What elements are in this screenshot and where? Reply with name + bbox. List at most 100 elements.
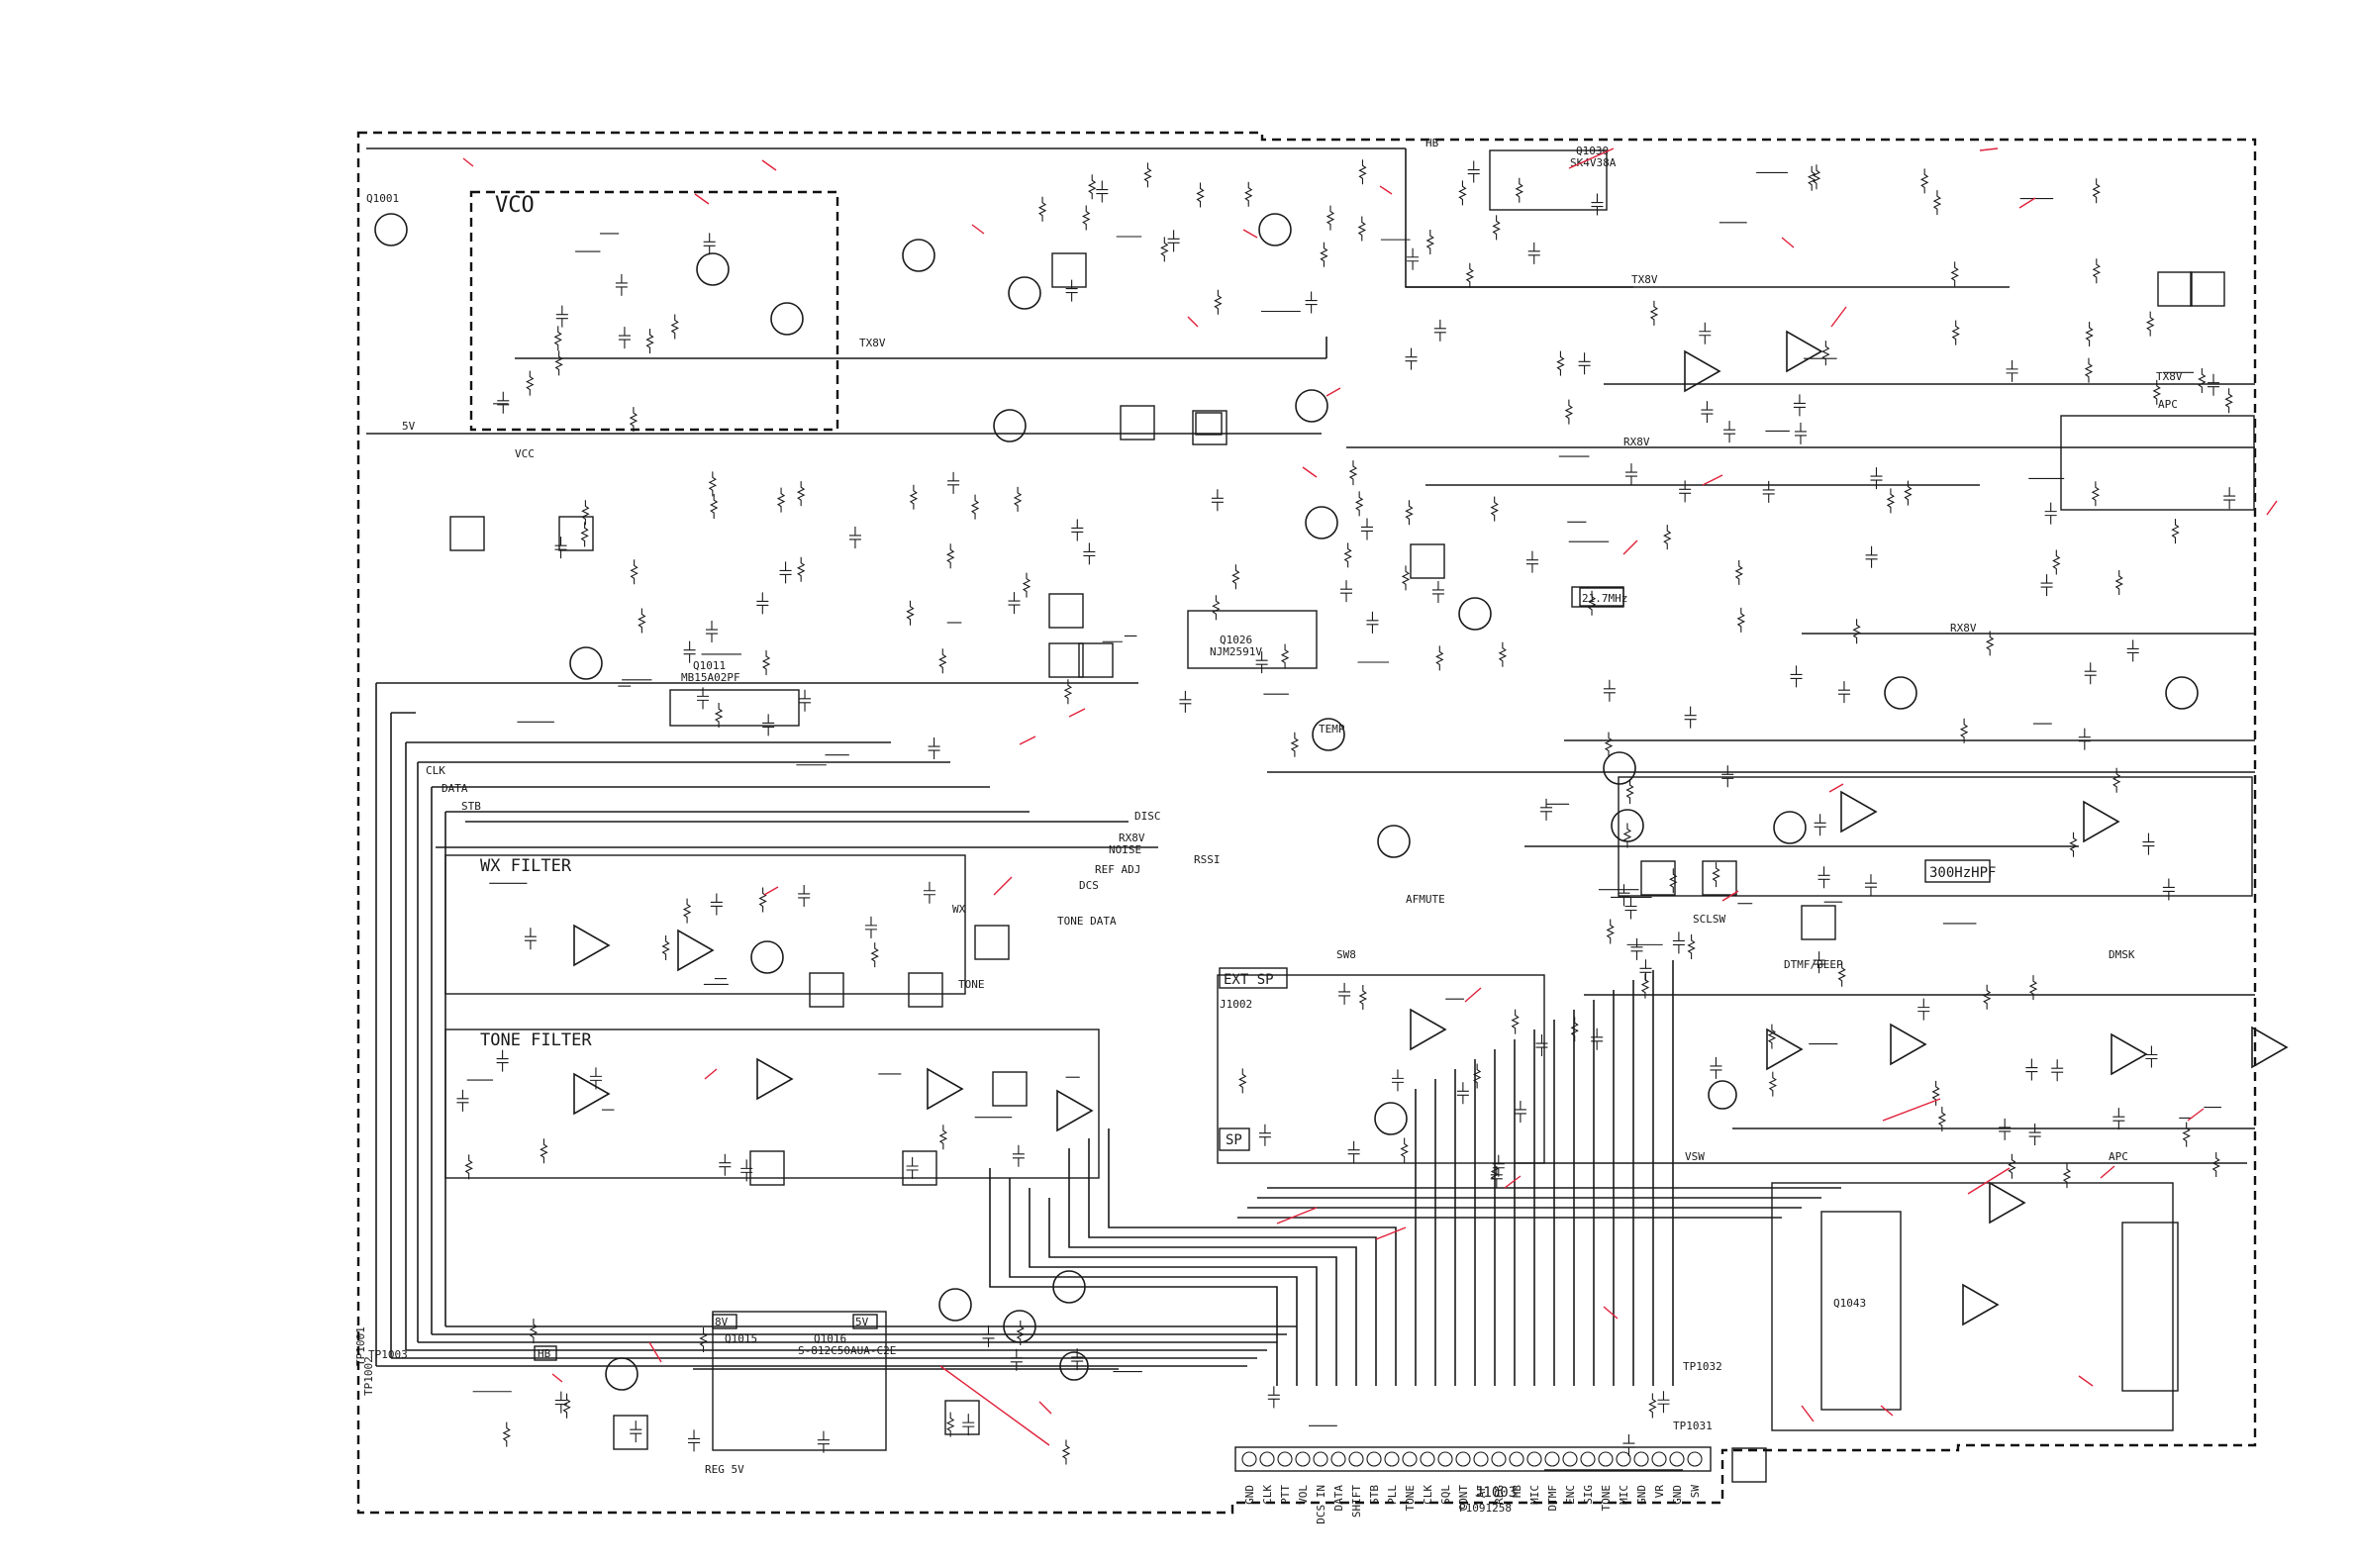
net-rx8v-3: RX8V [1119,832,1145,844]
net-labels: 5V TX8V TX8V TX8V VCC RX8V RX8V RX8V APC… [402,137,2183,1476]
net-hb-1: HB [1425,137,1439,149]
transistors [374,213,2199,1391]
j1003-label: J1003 [1475,1485,1517,1501]
label-q1043: Q1043 [1833,1297,1866,1310]
connector-pin-labels: GND CLK PTT VOL DCS IN DATA SHIFT STB PLL TONE CLK… [1243,1485,1702,1524]
label-q1015: Q1015 [725,1332,757,1345]
tone-filter-label: TONE FILTER [480,1030,592,1050]
connector-pin-label: VR [1653,1485,1666,1499]
net-b5v: 5V [855,1316,869,1328]
net-vcc: VCC [515,447,535,460]
connector-pin-label: SW [1689,1485,1702,1499]
block-labels: WX FILTER TONE FILTER EXT SP SP 300HzHPF… [480,587,1996,1148]
net-dcs: DCS [1079,879,1099,892]
connector-pin-label: CLK [1261,1485,1274,1505]
net-txbv-3: TX8V [2156,370,2183,383]
left-bus [375,682,1297,1367]
op-amps [573,330,2289,1326]
net-5v: 5V [402,420,416,433]
net-data: DATA [442,782,468,795]
sp-label: SP [1226,1132,1242,1148]
connector-pin-label: AF [1475,1485,1488,1498]
net-afmute: AFMUTE [1406,893,1445,906]
connector-pin-label: SIG [1582,1485,1595,1505]
tp1031: TP1031 [1673,1420,1713,1432]
component-designators: Q1030 SK4V38A Q1026 NJM2591V Q1011 MB15A… [366,145,1866,1357]
vco-block: VCO [469,190,839,432]
net-sw8: SW8 [1336,948,1356,961]
hpf-label: 300HzHPF [1929,865,1996,881]
ext-sp-label: EXT SP [1224,972,1274,988]
wx-filter-label: WX FILTER [480,856,572,876]
connector-pin-label: DCS IN [1315,1485,1327,1524]
connector-pin-label: ENC [1564,1485,1577,1505]
filter-blocks [444,415,2255,1451]
j1003-part: P1091258 [1459,1502,1512,1515]
tp1003: TP1003 [368,1348,408,1361]
label-q1016-part: S-812C50AUA-C2E [798,1344,896,1357]
tp1032: TP1032 [1683,1360,1722,1373]
net-tone-data: TONE DATA [1057,915,1117,928]
label-q1026: Q1026 [1220,634,1252,646]
net-rx8v-1: RX8V [1623,436,1650,448]
vco-label: VCO [495,193,535,218]
net-vsw: VSW [1685,1150,1705,1163]
connector-bus [989,960,1841,1386]
label-q1026-part: NJM2591V [1210,645,1262,658]
connector-pin-label: VOL [1297,1485,1310,1505]
net-disc: DISC [1134,810,1161,823]
integrated-circuits [669,149,2179,1411]
connector-pin-label: DTMF [1546,1485,1559,1512]
connector-pin-label: REG [1493,1485,1506,1505]
connector-pin-label: SHIFT [1350,1485,1363,1518]
net-apc-2: APC [2109,1150,2128,1163]
connector-pin-label: STB [1368,1485,1381,1505]
label-j1002: J1002 [1220,998,1252,1011]
tp1002: TP1002 [362,1356,375,1396]
net-txbv-2: TX8V [1631,273,1658,286]
label-q1011-part: MB15A02PF [681,671,740,684]
net-dmsk: DMSK [2109,948,2135,961]
connector-pin-label: MIC [1618,1485,1630,1505]
connector-pin-label: MIC [1528,1485,1541,1505]
connector-pin-label: GND [1671,1485,1684,1505]
test-points: TP1001 TP1002 TP1003 TP1031 TP1032 [354,1326,1722,1432]
tp1001: TP1001 [354,1326,367,1366]
connector-pin-label: GND [1243,1485,1256,1505]
net-ref-adj: REF ADJ [1095,863,1140,876]
connector-pin-label: PTT [1279,1485,1292,1505]
connector-pin-label: CLK [1422,1485,1434,1505]
connector-pin-label: GND [1635,1485,1648,1505]
red-annotations [462,147,2278,1446]
connector-pin-label: HB [1511,1485,1523,1499]
connector-pin-label: TONE [1600,1485,1613,1512]
passive-components [456,159,2236,1465]
connector-pin-label: CONT [1457,1485,1470,1512]
power-rails [366,147,2255,1471]
label-q1016: Q1016 [814,1332,846,1345]
connector-pin-label: SQL [1439,1485,1452,1505]
board-outline [356,131,2257,1515]
net-temp: TEMP [1319,723,1345,735]
net-txbv-1: TX8V [859,337,886,349]
net-noise: NOISE [1109,843,1141,856]
connector-pin-label: DATA [1332,1485,1345,1512]
net-8v: 8V [715,1316,729,1328]
net-clk: CLK [426,764,445,777]
net-reg5: REG 5V [705,1463,744,1476]
net-stb: STB [461,800,481,813]
net-sclsw: SCLSW [1693,913,1725,926]
label-q1030-part: SK4V38A [1570,156,1617,169]
crystal-label: 21.7MHz [1582,592,1627,605]
net-apc-1: APC [2158,398,2178,411]
connector-j1003: J1003 P1091258 [1234,1446,1712,1515]
label-q1001: Q1001 [366,192,399,205]
net-hb-2: HB [538,1347,551,1360]
net-rx8v-2: RX8V [1950,622,1977,635]
label-q1011: Q1011 [693,659,726,672]
net-rssi: RSSI [1194,853,1221,866]
net-tone: TONE [958,978,985,991]
net-wx: WX [952,903,966,916]
connector-pin-label: PLL [1386,1485,1399,1505]
